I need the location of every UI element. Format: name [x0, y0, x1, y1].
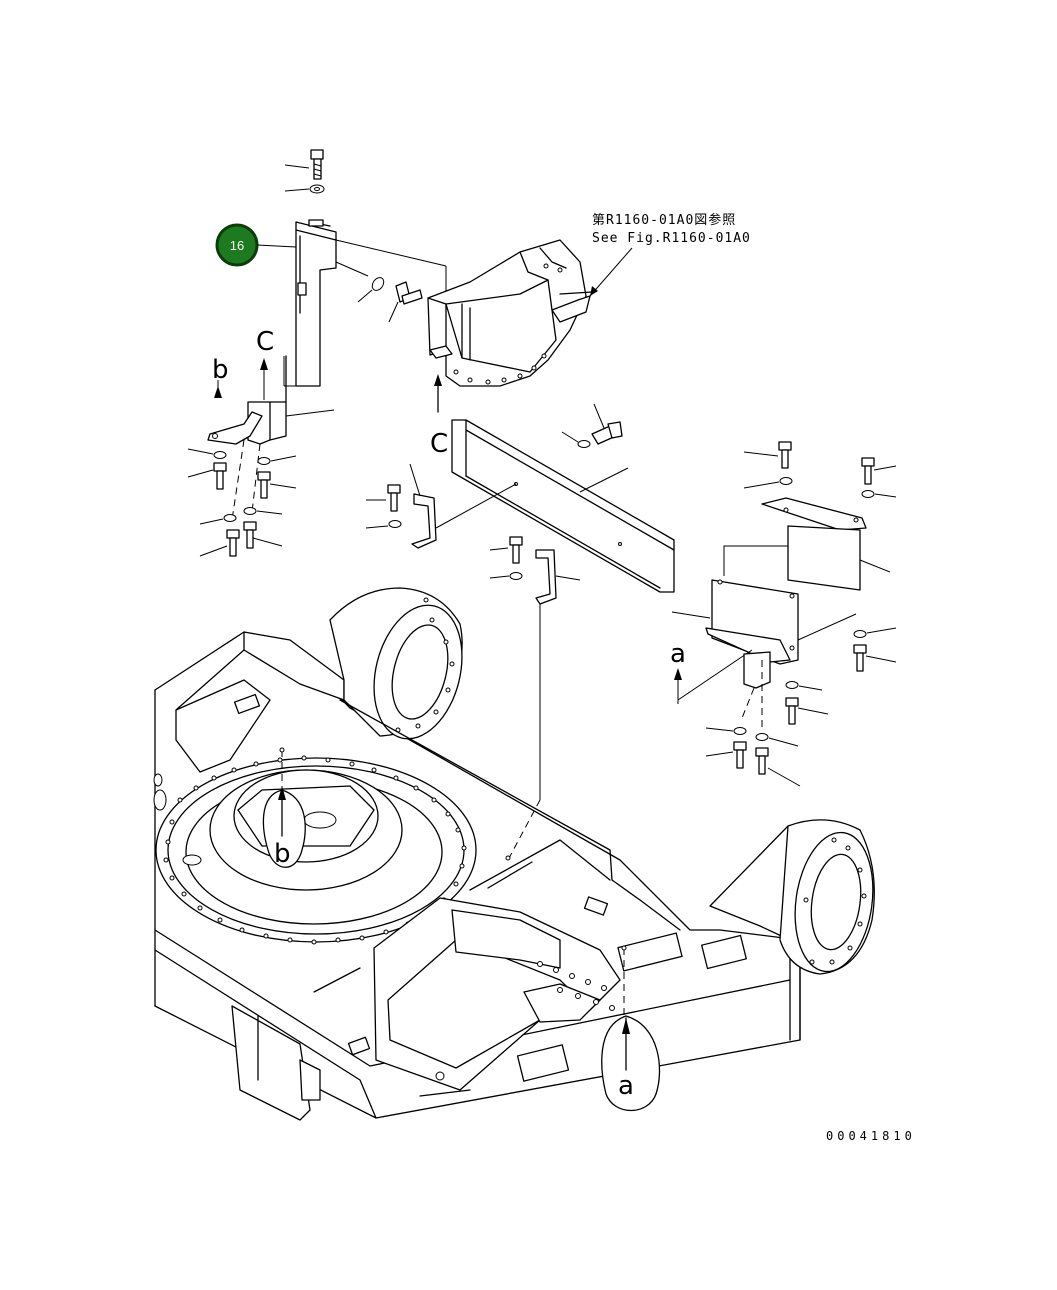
- cover-assembly: [427, 239, 593, 413]
- view-a-marker: [601, 1015, 661, 1111]
- washer-mid: [357, 277, 385, 303]
- right-hardware: [705, 441, 897, 787]
- view-label-c-top: C: [256, 327, 274, 357]
- bracket-part-16: [283, 219, 447, 387]
- reference-note: 第R1160-01A0図参照 See Fig.R1160-01A0: [589, 212, 751, 297]
- view-label-b-frame: b: [274, 839, 291, 869]
- left-hardware: [187, 448, 297, 557]
- left-bracket: [207, 355, 335, 521]
- beam-bolt: [561, 403, 623, 448]
- channel-beam: [435, 419, 675, 593]
- deck-holes: [537, 961, 615, 1011]
- view-label-a-frame: a: [618, 1071, 634, 1101]
- callout-number: 16: [230, 238, 244, 253]
- reference-jp: 第R1160-01A0図参照: [592, 212, 736, 228]
- view-label-c-mid: C: [430, 429, 448, 459]
- callout-badge-16[interactable]: 16: [215, 223, 297, 267]
- view-b-marker: [262, 789, 306, 868]
- right-cover: [671, 497, 891, 730]
- revolving-frame: [153, 587, 875, 1121]
- reference-en: See Fig.R1160-01A0: [592, 231, 751, 246]
- clip-bracket-left: [365, 463, 437, 549]
- bolt-top: [284, 149, 324, 180]
- clip-bracket-right: [489, 536, 581, 861]
- view-label-b-top: b: [212, 355, 229, 385]
- washer-top: [284, 184, 325, 194]
- bolt-mid: [388, 281, 423, 323]
- drawing-code: 00041810: [826, 1129, 916, 1143]
- view-label-a-right: a: [670, 639, 686, 669]
